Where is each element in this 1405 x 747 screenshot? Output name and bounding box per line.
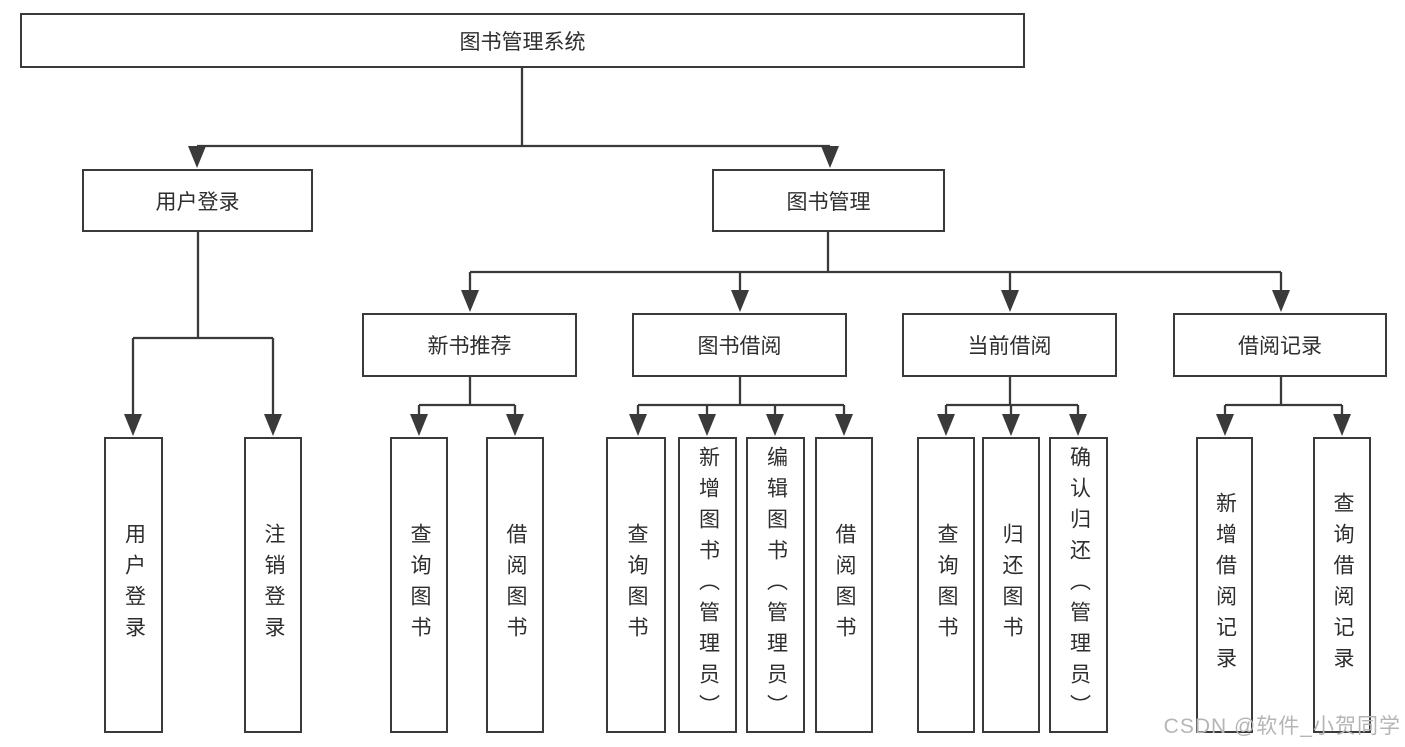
- leaf-query-books-current: 查询图书: [917, 437, 975, 733]
- leaf-query-books-borrowing: 查询图书: [606, 437, 666, 733]
- watermark-text: CSDN @软件_小贺同学: [1163, 715, 1401, 738]
- node-book-borrowing: 图书借阅: [632, 313, 847, 377]
- node-current-borrowing: 当前借阅: [902, 313, 1117, 377]
- leaf-borrow-books-recommend: 借阅图书: [486, 437, 544, 733]
- arrowheads: [124, 146, 1351, 436]
- node-book-management: 图书管理: [712, 169, 945, 232]
- node-user-login: 用户登录: [82, 169, 313, 232]
- leaf-edit-book-admin: 编辑图书（管理员）: [746, 437, 805, 733]
- node-new-book-recommendation: 新书推荐: [362, 313, 577, 377]
- leaf-query-borrowing-record: 查询借阅记录: [1313, 437, 1371, 733]
- node-library-management-system: 图书管理系统: [20, 13, 1025, 68]
- leaf-confirm-return-admin: 确认归还（管理员）: [1049, 437, 1108, 733]
- node-borrowing-records: 借阅记录: [1173, 313, 1387, 377]
- leaf-borrow-books-borrowing: 借阅图书: [815, 437, 873, 733]
- connector-paths: [131, 68, 1344, 418]
- leaf-add-book-admin: 新增图书（管理员）: [678, 437, 737, 733]
- leaf-add-borrowing-record: 新增借阅记录: [1196, 437, 1253, 733]
- leaf-query-books-recommend: 查询图书: [390, 437, 448, 733]
- leaf-user-login: 用户登录: [104, 437, 163, 733]
- leaf-logout: 注销登录: [244, 437, 302, 733]
- leaf-return-books: 归还图书: [982, 437, 1040, 733]
